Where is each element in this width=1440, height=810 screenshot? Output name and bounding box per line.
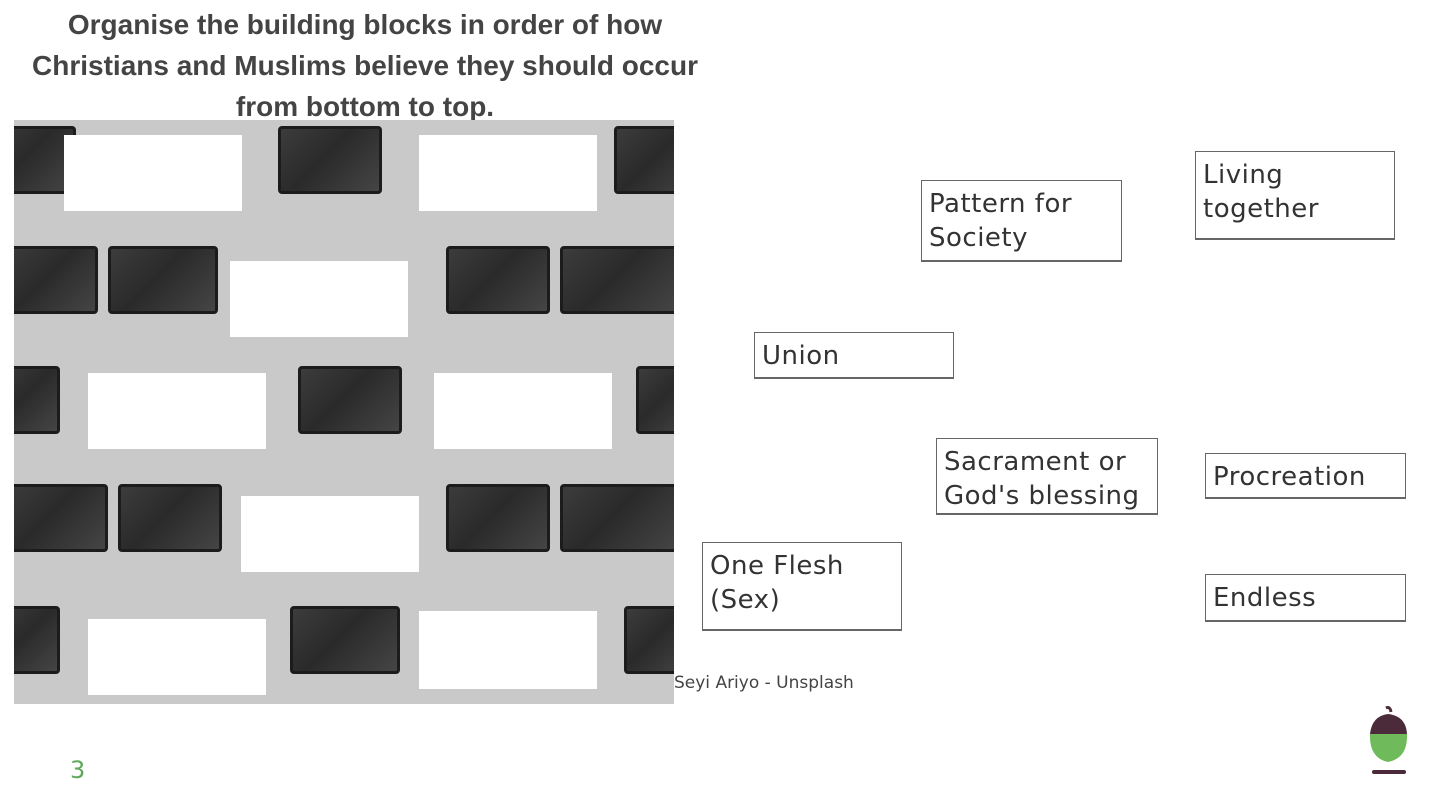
acorn-icon [1369,706,1408,774]
page-number: 3 [70,756,86,784]
card-union[interactable]: Union [754,332,954,379]
answer-slot[interactable] [88,619,266,695]
card-living-together[interactable]: Living together [1195,151,1395,240]
answer-slot[interactable] [419,135,597,211]
card-sacrament[interactable]: Sacrament or God's blessing [936,438,1158,515]
answer-slot[interactable] [64,135,242,211]
slide-title: Organise the building blocks in order of… [32,9,698,122]
card-pattern-for-society[interactable]: Pattern for Society [921,180,1122,262]
answer-slot[interactable] [434,373,612,449]
answer-slot[interactable] [88,373,266,449]
answer-slot[interactable] [241,496,419,572]
card-endless[interactable]: Endless [1205,574,1406,622]
image-credit: Seyi Ariyo - Unsplash [674,673,854,693]
brick-wall-image [14,120,674,704]
card-procreation[interactable]: Procreation [1205,453,1406,499]
answer-slot[interactable] [230,261,408,337]
answer-slot[interactable] [419,611,597,689]
card-one-flesh[interactable]: One Flesh (Sex) [702,542,902,631]
